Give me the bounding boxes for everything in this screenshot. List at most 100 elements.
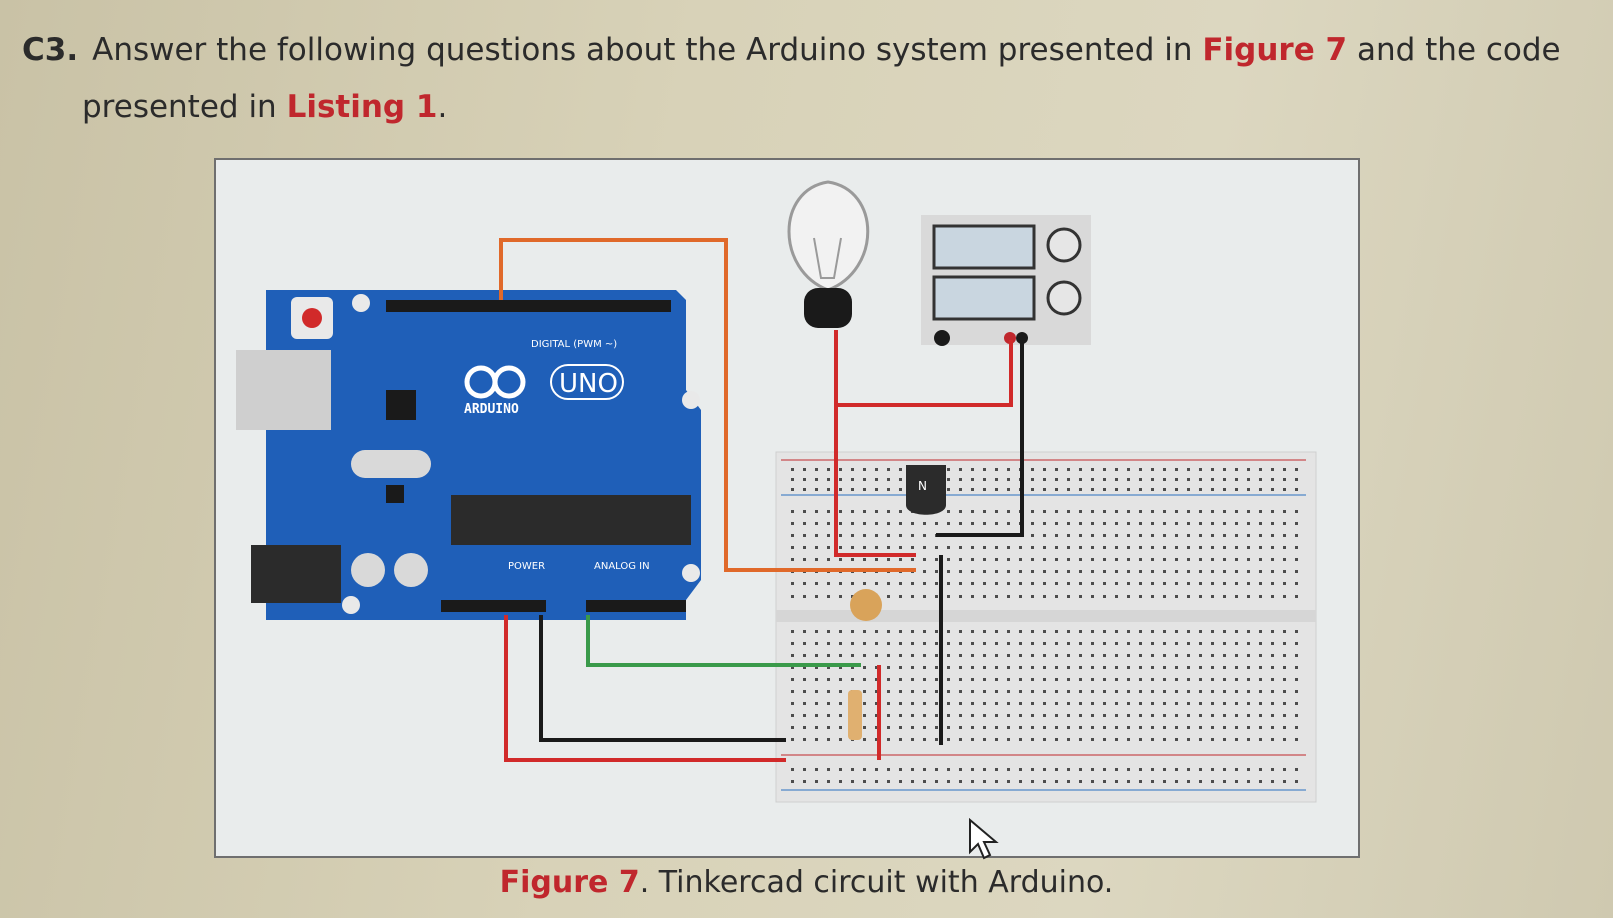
breadboard-hole [995,546,998,549]
breadboard-hole [983,478,986,481]
breadboard-hole [1199,738,1202,741]
breadboard-hole [887,714,890,717]
breadboard-hole [1043,570,1046,573]
breadboard-hole [1067,768,1070,771]
breadboard-hole [863,666,866,669]
breadboard-hole [959,642,962,645]
breadboard-hole [1151,468,1154,471]
breadboard-hole [1163,678,1166,681]
breadboard-hole [1187,690,1190,693]
breadboard-hole [1115,582,1118,585]
breadboard-hole [1067,488,1070,491]
breadboard-hole [959,666,962,669]
breadboard-hole [947,510,950,513]
breadboard-hole [1235,738,1238,741]
breadboard-hole [1283,738,1286,741]
breadboard-hole [1019,630,1022,633]
breadboard-hole [1103,642,1106,645]
breadboard-hole [1079,702,1082,705]
breadboard-hole [1079,714,1082,717]
breadboard-hole [1283,582,1286,585]
breadboard-hole [1163,738,1166,741]
breadboard-hole [1007,546,1010,549]
breadboard-hole [1091,595,1094,598]
breadboard-hole [1019,726,1022,729]
breadboard-hole [1091,702,1094,705]
breadboard-hole [791,510,794,513]
breadboard-hole [923,570,926,573]
breadboard-hole [1295,768,1298,771]
breadboard-hole [923,654,926,657]
breadboard-hole [971,726,974,729]
breadboard-hole [1283,702,1286,705]
breadboard-hole [875,522,878,525]
breadboard-hole [971,522,974,525]
breadboard-hole [1247,642,1250,645]
breadboard-hole [1103,738,1106,741]
breadboard-hole [1067,714,1070,717]
caption-text: . Tinkercad circuit with Arduino. [639,865,1114,900]
breadboard-hole [1235,595,1238,598]
breadboard-hole [923,666,926,669]
breadboard-hole [1103,666,1106,669]
breadboard-hole [863,714,866,717]
breadboard-hole [875,488,878,491]
breadboard-hole [839,630,842,633]
light-bulb [787,180,870,328]
breadboard-hole [1139,510,1142,513]
breadboard-hole [1055,522,1058,525]
breadboard-hole [995,702,998,705]
breadboard-hole [1235,534,1238,537]
breadboard-hole [923,522,926,525]
breadboard-hole [803,630,806,633]
breadboard-hole [1187,738,1190,741]
breadboard-hole [1043,726,1046,729]
breadboard-hole [1031,726,1034,729]
breadboard-hole [1115,478,1118,481]
breadboard-hole [1139,780,1142,783]
breadboard-hole [791,582,794,585]
breadboard-hole [863,582,866,585]
breadboard-hole [947,738,950,741]
breadboard-hole [803,468,806,471]
breadboard-hole [1067,522,1070,525]
breadboard-hole [1103,558,1106,561]
breadboard-hole [1211,522,1214,525]
breadboard-hole [971,510,974,513]
breadboard-hole [815,595,818,598]
breadboard-hole [971,595,974,598]
breadboard-hole [1055,726,1058,729]
breadboard-hole [1223,534,1226,537]
breadboard-hole [1187,546,1190,549]
breadboard-hole [1031,702,1034,705]
breadboard-hole [1139,582,1142,585]
breadboard-hole [923,546,926,549]
breadboard-hole [1175,488,1178,491]
breadboard-hole [1163,488,1166,491]
breadboard-hole [1079,726,1082,729]
breadboard-hole [1295,478,1298,481]
breadboard-hole [1055,738,1058,741]
breadboard-hole [1103,488,1106,491]
breadboard-hole [1043,780,1046,783]
breadboard-hole [1127,726,1130,729]
breadboard-hole [1247,678,1250,681]
breadboard-hole [1175,690,1178,693]
breadboard-hole [863,780,866,783]
breadboard-hole [995,595,998,598]
breadboard-hole [1235,666,1238,669]
breadboard-hole [1271,468,1274,471]
breadboard-hole [1283,546,1286,549]
breadboard-hole [1223,546,1226,549]
breadboard-hole [1199,546,1202,549]
breadboard-hole [1055,678,1058,681]
breadboard-hole [791,678,794,681]
breadboard-hole [1199,654,1202,657]
breadboard-hole [1271,558,1274,561]
breadboard-hole [1199,510,1202,513]
breadboard-hole [1139,690,1142,693]
breadboard-hole [1235,546,1238,549]
breadboard-hole [1055,570,1058,573]
breadboard-hole [1043,522,1046,525]
breadboard-hole [1031,738,1034,741]
